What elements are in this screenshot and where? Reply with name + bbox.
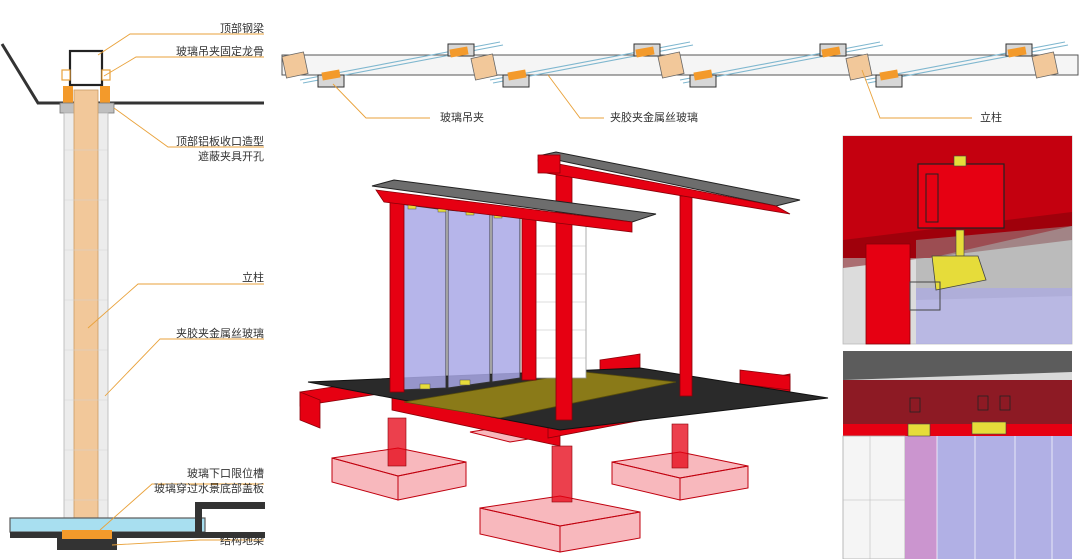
label-top-steel-beam: 顶部钢梁 <box>220 21 264 35</box>
detail-top-clip <box>842 135 1073 345</box>
structural-ground-beam <box>57 538 117 550</box>
bottom-limit-slot <box>62 530 112 539</box>
label-plan-glass-clip: 玻璃吊夹 <box>440 110 484 124</box>
column-section <box>73 89 99 526</box>
water-bottom <box>10 532 265 538</box>
glass-clip-left <box>63 86 73 104</box>
plan-columns <box>281 51 1059 81</box>
glass-panels <box>399 203 521 391</box>
axonometric-model <box>299 151 829 553</box>
water-feature <box>9 517 206 533</box>
label-aluminum-trim: 顶部铝板收口造型 <box>176 134 264 148</box>
roof-cap <box>537 154 561 174</box>
cover-plate-leg <box>195 502 202 532</box>
piers <box>387 417 689 503</box>
label-laminated-glass: 夹胶夹金属丝玻璃 <box>176 326 264 340</box>
keel-bracket-left <box>61 69 71 81</box>
label-column: 立柱 <box>242 270 264 284</box>
glass-grid <box>64 149 108 501</box>
label-bottom-slot-line2: 玻璃穿过水景底部盖板 <box>154 481 264 495</box>
plan-view: 玻璃吊夹 夹胶夹金属丝玻璃 立柱 <box>281 41 1079 124</box>
cover-plate <box>195 502 265 509</box>
plan-clip-pads <box>321 46 1027 81</box>
label-plan-column: 立柱 <box>980 110 1002 124</box>
glass-clip-right <box>100 86 110 104</box>
label-bottom-slot: 玻璃下口限位槽 <box>187 466 264 480</box>
deck-olive <box>403 371 677 419</box>
label-clip-fixing-keel: 玻璃吊夹固定龙骨 <box>176 44 264 58</box>
model-columns <box>389 171 693 421</box>
roof-right-top <box>537 151 801 207</box>
detail-glass-row <box>842 351 1072 559</box>
section-labels: 顶部钢梁 玻璃吊夹固定龙骨 顶部铝板收口造型 遮蔽夹具开孔 立柱 夹胶夹金属丝玻… <box>154 21 264 547</box>
label-aluminum-trim-line2: 遮蔽夹具开孔 <box>198 149 264 163</box>
canopy-edge <box>0 43 264 105</box>
roof-left-top <box>371 179 657 223</box>
top-steel-beam <box>68 49 104 87</box>
label-ground-beam: 结构地梁 <box>220 533 264 547</box>
label-plan-laminated-glass: 夹胶夹金属丝玻璃 <box>610 110 698 124</box>
roof-left-beam <box>375 189 633 233</box>
vertical-section: 顶部钢梁 玻璃吊夹固定龙骨 顶部铝板收口造型 遮蔽夹具开孔 立柱 夹胶夹金属丝玻… <box>0 21 265 550</box>
section-leaders <box>87 33 264 546</box>
plan-leaders <box>332 69 972 119</box>
